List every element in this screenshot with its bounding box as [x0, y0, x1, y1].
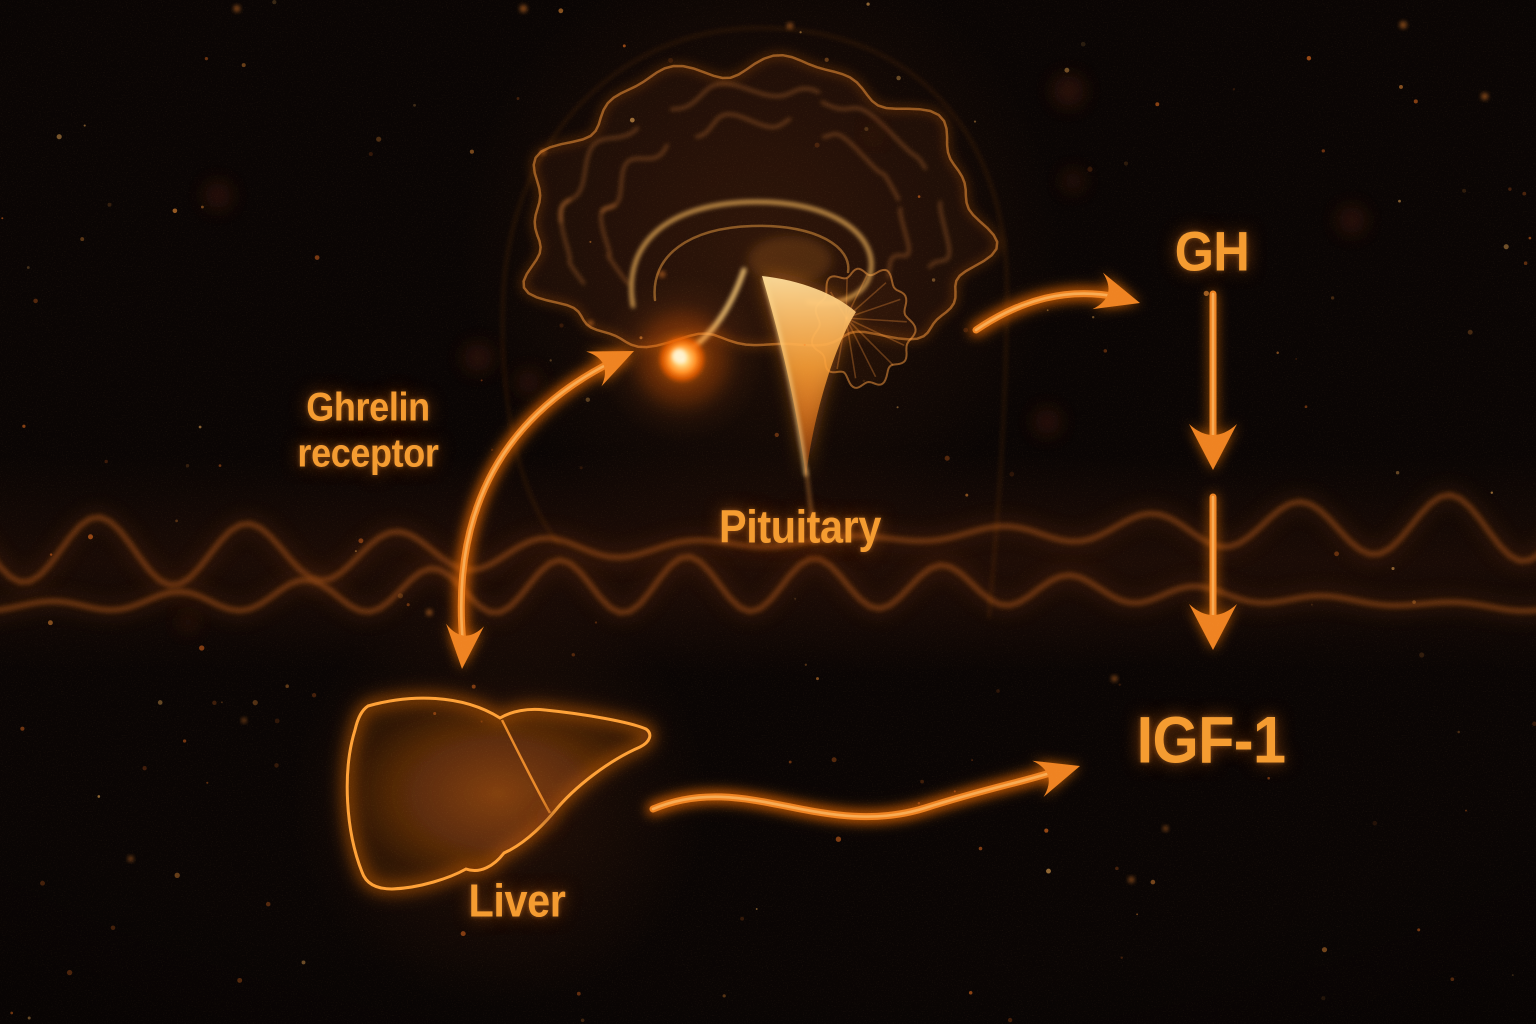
igf1-label: IGF-1	[1136, 702, 1286, 777]
pituitary-label: Pituitary	[719, 500, 881, 553]
ghrelin-receptor-label: Ghrelin receptor	[297, 385, 439, 478]
liver-label: Liver	[468, 874, 566, 927]
gh-label: GH	[1174, 219, 1250, 283]
ghrelin-receptor-line2: receptor	[297, 432, 439, 476]
ghrelin-receptor-line1: Ghrelin	[306, 385, 430, 430]
